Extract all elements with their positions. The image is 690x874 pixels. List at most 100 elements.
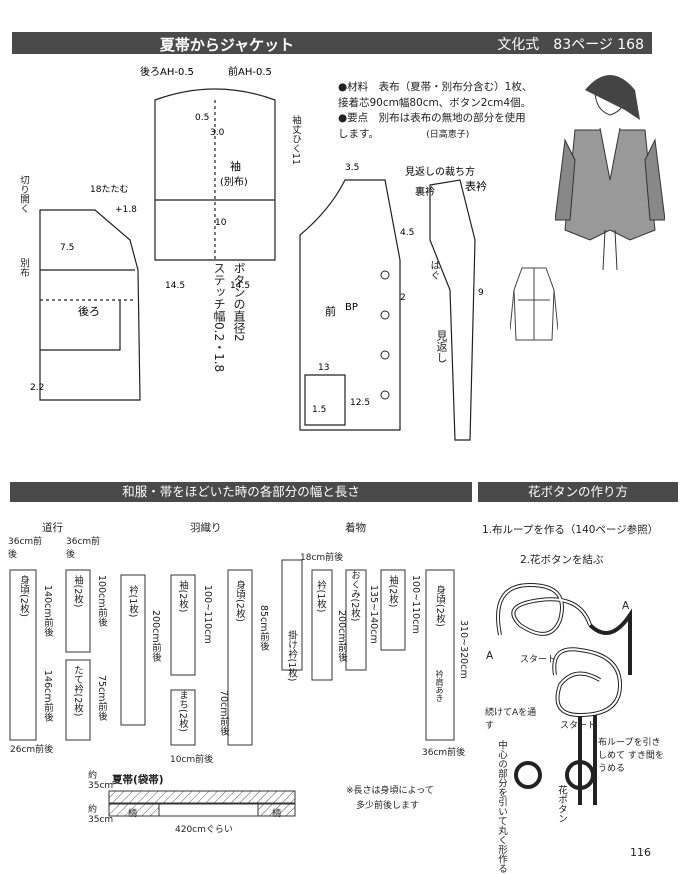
k-200-dim: 200cm前後 xyxy=(336,610,347,662)
dim-14-5a: 14.5 xyxy=(165,281,185,291)
dim-0-5: 0.5 xyxy=(195,113,209,123)
materials-line-4: します。 (日高恵子) xyxy=(338,127,470,140)
obi-length: 420cmぐらい xyxy=(175,825,233,835)
obi-diagram xyxy=(108,790,296,817)
section-flower-title: 花ボタンの作り方 xyxy=(478,482,678,502)
g-26-dim: 26cm前後 xyxy=(10,745,54,755)
parts-diagram xyxy=(9,559,455,746)
hagu-label: はぐ xyxy=(428,260,439,280)
g-100-dim: 100cm前後 xyxy=(96,575,107,627)
obi-gara-1: 柄 xyxy=(128,809,138,819)
materials-block: ●材料 表布（夏帯・別布分含む）1枚、 接着芯90cm幅80cm、ボタン2cm4… xyxy=(338,80,548,143)
dim-2-2: 2.2 xyxy=(30,383,44,393)
h-sode-label: 袖(2枚) xyxy=(177,580,188,613)
k-okumi-label: おくみ(2枚) xyxy=(349,570,360,622)
label-front: 前 xyxy=(325,304,336,318)
g-140-dim: 140cm前後 xyxy=(42,585,53,637)
obi-width-1: 約35cm xyxy=(88,771,114,791)
pattern-diagram: 袖 (別布) 後ろAH-0.5 前AH-0.5 後ろ 前 BP 見返しの裁ち方 … xyxy=(30,65,487,441)
sleeve-length-note: 袖丈ひく11 xyxy=(290,115,301,166)
h-70-dim: 70cm前後 xyxy=(218,690,229,736)
h-machi-label: まち(2枚) xyxy=(177,690,188,732)
k-100-dim: 100~110cm xyxy=(410,575,421,634)
k-sode-label: 袖(2枚) xyxy=(387,575,398,608)
flower-step-2: 2.花ボタンを結ぶ xyxy=(520,554,604,566)
section-parts-title: 和服・帯をほどいた時の各部分の幅と長さ xyxy=(10,482,472,502)
label-start-1: スタート xyxy=(520,655,557,665)
page-number: 116 xyxy=(630,846,651,859)
dim-13: 13 xyxy=(318,363,329,373)
k-eriake-label: 衿肩あき xyxy=(435,670,444,702)
note-line-1: ※長さは身頃によって xyxy=(346,786,434,796)
dim-7-5: 7.5 xyxy=(60,243,74,253)
dim-14-5b: 14.5 xyxy=(230,281,250,291)
label-bp: BP xyxy=(345,302,358,313)
dim-3-0: 3.0 xyxy=(210,128,225,138)
label-through: 続けてAを通す xyxy=(485,708,537,731)
h-200-dim: 200cm前後 xyxy=(150,610,161,662)
dim-plus-1-8: +1.8 xyxy=(115,205,137,215)
label-omote-eri: 表衿 xyxy=(465,179,487,193)
g-sode-label: 袖(2枚) xyxy=(72,575,83,608)
h-100-dim: 100~110cm xyxy=(202,585,213,644)
button-note-2: ステッチ幅0.2・1.8 xyxy=(212,262,226,373)
obi-gara-2: 柄 xyxy=(272,809,282,819)
g-tate-label: たて衿(2枚) xyxy=(72,665,83,717)
label-start-2: スタート xyxy=(560,721,597,731)
label-back: 後ろ xyxy=(78,304,100,318)
g-146-dim: 146cm前後 xyxy=(42,670,53,722)
h-10-dim: 10cm前後 xyxy=(170,755,214,765)
obi-title: 夏帯(袋帯) xyxy=(112,774,164,786)
k-18-dim: 18cm前後 xyxy=(300,553,344,563)
flower-step-1: 1.布ループを作る（140ページ参照） xyxy=(482,524,659,536)
label-sleeve: 袖 xyxy=(230,159,241,173)
g-36b-dim: 36cm前後 xyxy=(66,537,101,560)
label-betsu: (別布) xyxy=(220,176,248,188)
label-a2: A xyxy=(622,600,630,612)
k-310-dim: 310~320cm xyxy=(458,620,469,679)
k-36b-dim: 36cm前後 xyxy=(422,748,466,758)
g-36-dim: 36cm前後 xyxy=(8,537,43,560)
k-kaki-label: 掛け衿(1枚) xyxy=(286,630,297,682)
button-note-1: ボタンの直径2 xyxy=(232,262,246,342)
dim-12-5: 12.5 xyxy=(350,398,370,408)
kiri-hiraku-label: 切り開く xyxy=(18,175,29,213)
dim-18-fold: 18たたむ xyxy=(90,184,128,195)
k-eri-label: 衿(1枚) xyxy=(315,580,326,613)
h-mi-label: 身頃(2枚) xyxy=(234,580,245,622)
k-135-dim: 135~140cm xyxy=(368,585,379,644)
dim-1-5: 1.5 xyxy=(312,405,326,415)
g-75-dim: 75cm前後 xyxy=(96,675,107,721)
label-mikaeshi-cut: 見返しの裁ち方 xyxy=(405,165,475,178)
page-title: 夏帯からジャケット xyxy=(159,36,295,54)
label-ah-front: 前AH-0.5 xyxy=(228,65,272,78)
col-haori: 羽織り xyxy=(190,522,222,534)
header-bar: 夏帯からジャケット 文化式 83ページ 168 xyxy=(12,32,652,54)
betsufu-label: 別布 xyxy=(18,258,29,277)
flower-knot-diagram xyxy=(496,582,632,805)
mikaeshi-label: 見返し xyxy=(435,330,448,363)
dim-2: 2 xyxy=(400,293,406,303)
label-ah-back: 後ろAH-0.5 xyxy=(140,65,194,78)
g-mi-label: 身頃(2枚) xyxy=(18,575,29,617)
label-ura-eri: 裏衿 xyxy=(415,185,435,198)
label-center-note: 中心の部分を引いて丸く形作る xyxy=(496,740,507,873)
pattern-reference: 文化式 83ページ 168 xyxy=(497,37,644,53)
col-kimono: 着物 xyxy=(345,522,366,534)
materials-line-2: 接着芯90cm幅80cm、ボタン2cm4個。 xyxy=(338,96,532,109)
obi-width-2: 約35cm xyxy=(88,805,114,825)
note-line-2: 多少前後します xyxy=(356,801,420,811)
label-flower-button: 花ボタン xyxy=(556,785,567,823)
label-loop-note: 布ループを引きしめて すき間をうめる xyxy=(598,738,664,774)
k-mi-label: 身頃(2枚) xyxy=(434,585,445,627)
dim-9: 9 xyxy=(478,288,484,298)
col-gyou: 道行 xyxy=(42,522,63,534)
materials-line-3: ●要点 別布は表布の無地の部分を使用 xyxy=(338,112,526,124)
dim-4-5: 4.5 xyxy=(400,228,414,238)
materials-line-1: ●材料 表布（夏帯・別布分含む）1枚、 xyxy=(338,81,533,93)
h-85-dim: 85cm前後 xyxy=(258,605,269,651)
dim-10: 10 xyxy=(215,218,227,228)
jacket-illustration xyxy=(555,75,665,270)
jacket-back-sketch xyxy=(510,267,558,341)
dim-3-5: 3.5 xyxy=(345,163,359,173)
